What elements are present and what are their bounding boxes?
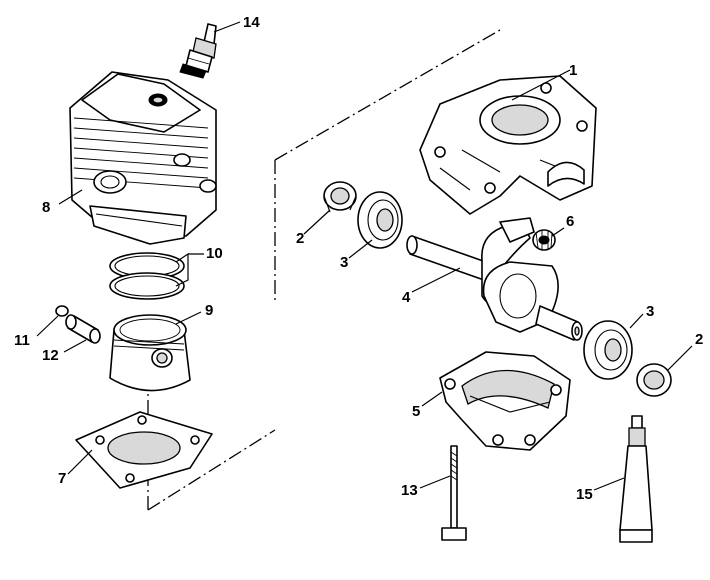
grease-tube bbox=[619, 415, 653, 543]
callout-1: 1 bbox=[569, 62, 577, 79]
callout-5: 5 bbox=[412, 403, 420, 420]
piston-pin bbox=[65, 314, 101, 344]
callout-10: 10 bbox=[206, 245, 223, 262]
callout-2-right: 2 bbox=[695, 331, 703, 348]
callout-2-left: 2 bbox=[296, 230, 304, 247]
callout-6: 6 bbox=[566, 213, 574, 230]
needle-cage bbox=[532, 229, 556, 251]
ball-bearing-right bbox=[583, 320, 633, 380]
cylinder-gasket bbox=[75, 411, 213, 489]
ball-bearing-left bbox=[357, 191, 403, 249]
callout-11: 11 bbox=[14, 332, 30, 349]
callout-14: 14 bbox=[243, 14, 260, 31]
screw bbox=[441, 445, 467, 541]
crankshaft bbox=[406, 217, 583, 341]
crankcase-half-top bbox=[419, 75, 597, 215]
callout-13: 13 bbox=[401, 482, 418, 499]
oil-seal-right bbox=[636, 363, 672, 397]
callout-3-right: 3 bbox=[646, 303, 654, 320]
leader-lines bbox=[36, 21, 693, 491]
callout-3-left: 3 bbox=[340, 254, 348, 271]
piston-rings bbox=[109, 252, 185, 300]
callout-9: 9 bbox=[205, 302, 213, 319]
callout-12: 12 bbox=[42, 347, 59, 364]
callout-7: 7 bbox=[58, 470, 66, 487]
callout-8: 8 bbox=[42, 199, 50, 216]
crankcase-half-bottom bbox=[439, 351, 571, 451]
cylinder bbox=[69, 71, 217, 245]
spark-plug bbox=[179, 23, 217, 79]
callout-4: 4 bbox=[402, 289, 411, 306]
circlip bbox=[55, 305, 69, 317]
piston bbox=[109, 314, 191, 392]
callout-15: 15 bbox=[576, 486, 593, 503]
oil-seal-left bbox=[323, 181, 357, 213]
